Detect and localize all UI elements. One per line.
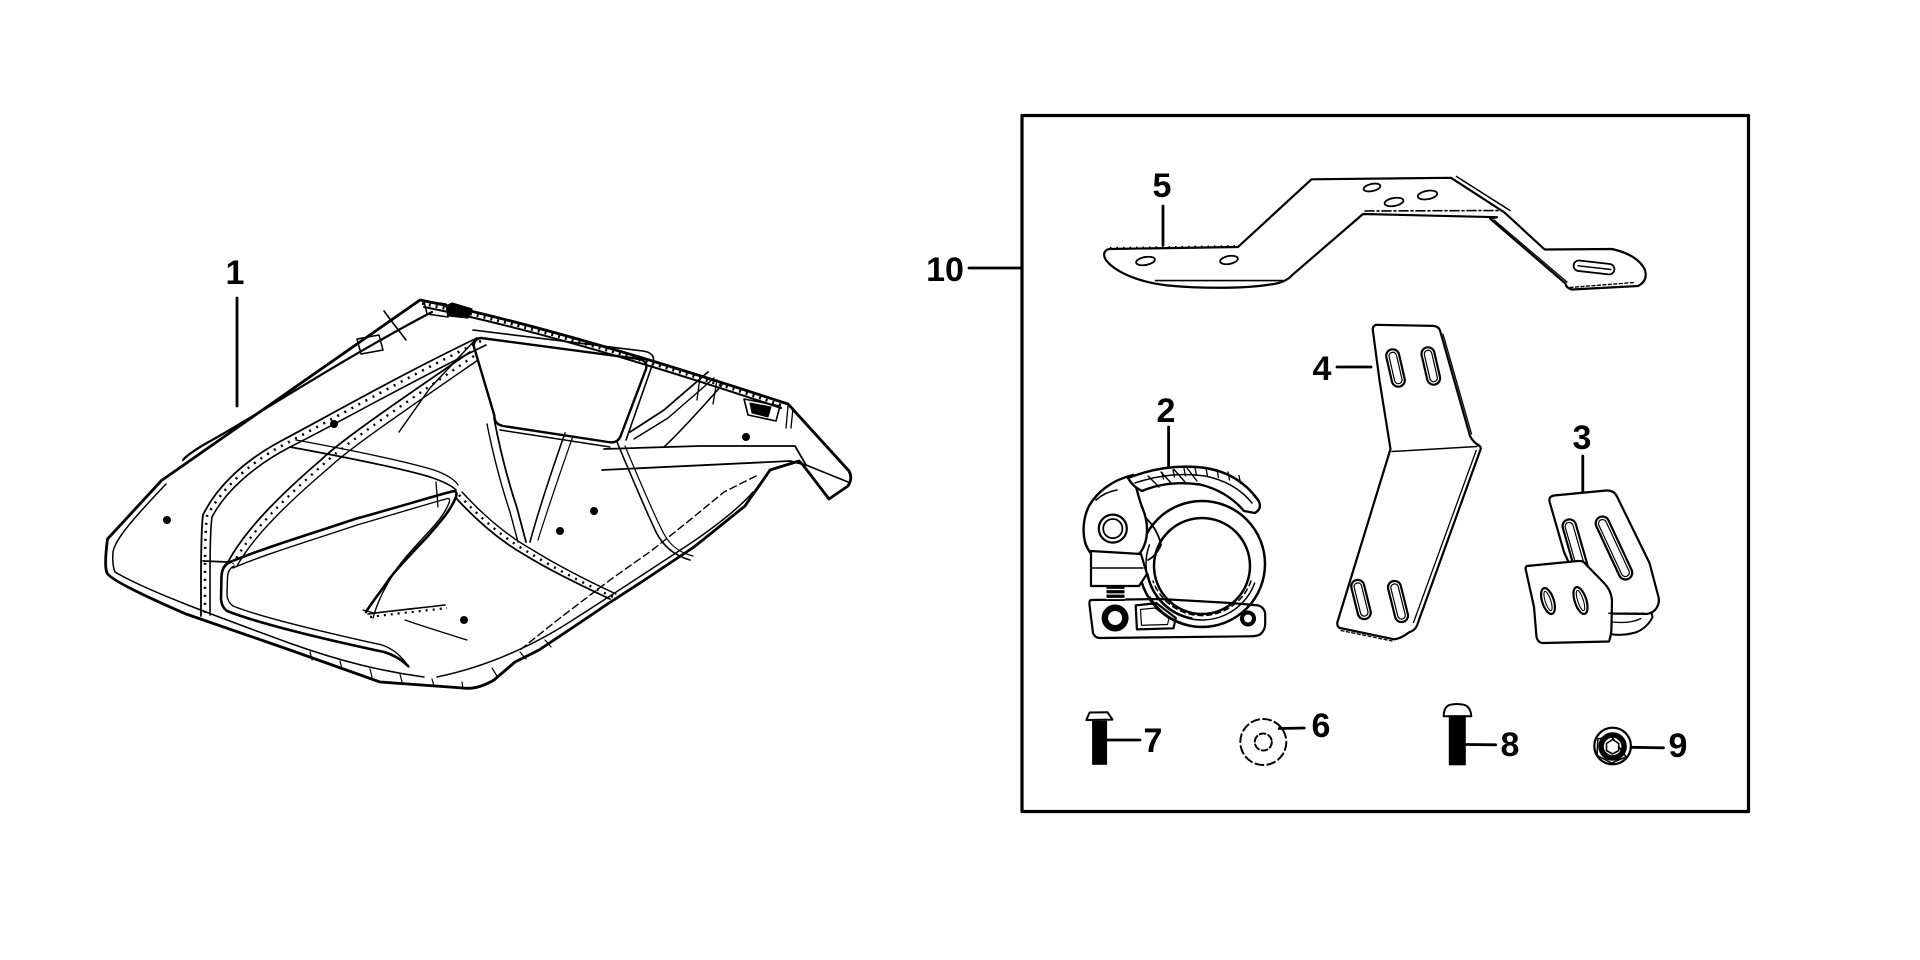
svg-text:8: 8	[1501, 726, 1520, 764]
svg-text:10: 10	[926, 251, 964, 289]
svg-text:4: 4	[1313, 350, 1332, 388]
svg-text:9: 9	[1669, 727, 1688, 765]
svg-text:6: 6	[1312, 707, 1331, 745]
svg-text:1: 1	[226, 254, 245, 292]
svg-text:3: 3	[1573, 419, 1592, 457]
svg-text:2: 2	[1157, 392, 1176, 430]
svg-text:7: 7	[1144, 722, 1163, 760]
svg-text:5: 5	[1153, 167, 1172, 205]
